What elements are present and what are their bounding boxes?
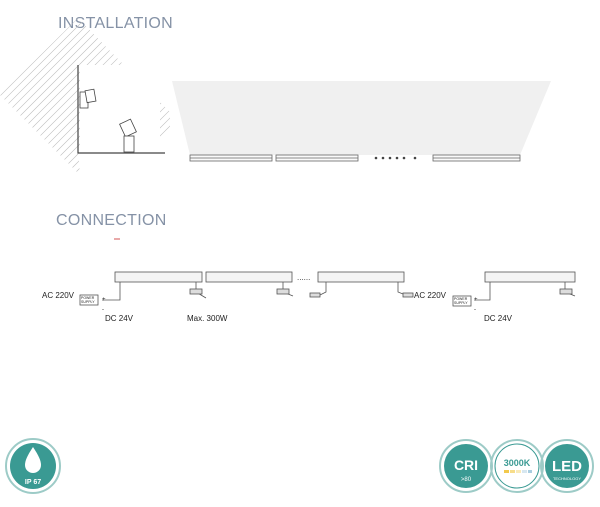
divider-mark	[114, 238, 120, 240]
cri-value: >80	[461, 477, 472, 483]
minus-right: -	[474, 307, 476, 313]
wall-fixture	[79, 88, 97, 109]
ip-rating-text: IP 67	[25, 479, 41, 486]
plus-left: +	[102, 297, 106, 303]
cri-badge: CRI >80	[439, 439, 493, 493]
dc-label-right: DC 24V	[484, 314, 513, 323]
psu-left-line1: POWER	[81, 296, 95, 300]
max-power-label: Max. 300W	[187, 314, 228, 323]
psu-right-line1: POWER	[454, 297, 468, 301]
cri-text: CRI	[454, 457, 478, 473]
connection-heading: CONNECTION	[56, 212, 167, 229]
power-supply-left	[79, 294, 99, 306]
ac-label-right: AC 220V	[414, 291, 447, 300]
water-drop-icon	[25, 447, 41, 473]
floor-fixture	[119, 118, 137, 153]
psu-right-line2: SUPPLY	[454, 301, 468, 305]
cct-badge: 3000K	[490, 439, 544, 493]
light-beam	[172, 81, 551, 155]
installation-heading: INSTALLATION	[58, 15, 174, 32]
ip67-badge: IP 67	[5, 438, 61, 494]
led-text: LED	[552, 458, 582, 475]
linear-fixture-row	[189, 154, 521, 162]
led-badge: LED TECHNOLOGY	[540, 439, 594, 493]
ac-label-left: AC 220V	[42, 291, 75, 300]
cct-text: 3000K	[504, 458, 531, 468]
led-sub-text: TECHNOLOGY	[553, 476, 581, 481]
connection-chain-left	[79, 271, 414, 306]
connection-chain-right	[452, 271, 576, 307]
plus-right: +	[474, 297, 478, 303]
ellipsis-left: ......	[297, 273, 310, 282]
dc-label-left: DC 24V	[105, 314, 134, 323]
continuation-dots	[374, 156, 417, 160]
corner-wall	[77, 65, 165, 154]
psu-left-line2: SUPPLY	[81, 300, 95, 304]
power-supply-right	[452, 295, 472, 307]
minus-left: -	[102, 307, 104, 313]
